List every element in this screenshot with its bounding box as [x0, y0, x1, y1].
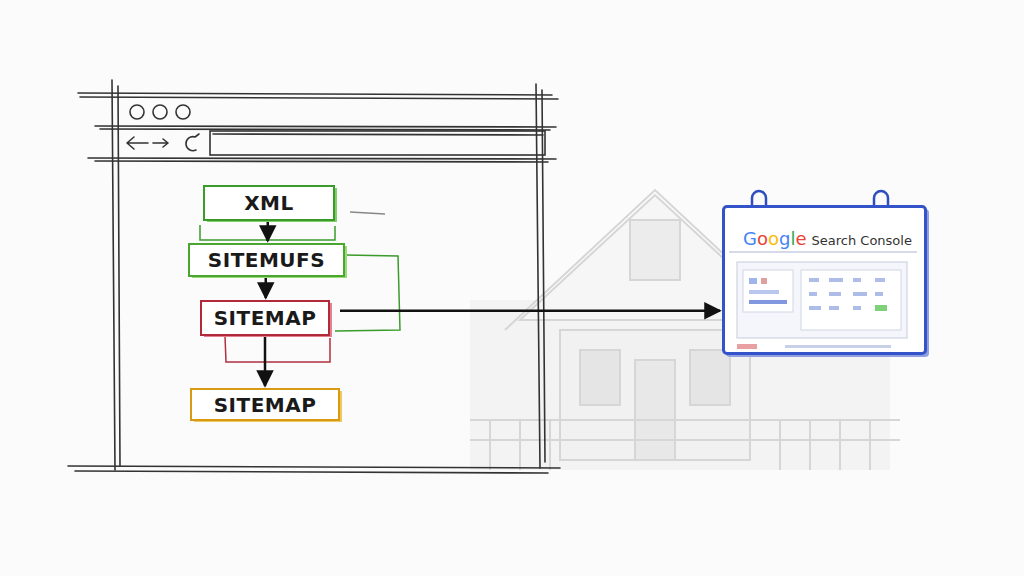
box-label: SITEMAP — [214, 393, 317, 417]
back-icon — [127, 137, 148, 149]
flow-arrow — [267, 222, 270, 241]
sitemap-box: SITEMAP — [190, 388, 340, 421]
flow-arrow — [264, 337, 267, 386]
refresh-icon — [186, 134, 199, 151]
brand-name: Google — [743, 228, 807, 249]
box-label: SITEMAP — [214, 306, 317, 330]
browser-window — [68, 80, 560, 473]
flow-arrow — [265, 278, 268, 298]
box-label: XML — [244, 191, 294, 215]
box-label: SITEMUFS — [208, 248, 325, 272]
sketch-brackets — [200, 212, 400, 362]
sitemap-box: SITEMUFS — [188, 243, 345, 277]
product-name: Search Console — [812, 233, 912, 248]
xml-box: XML — [203, 185, 335, 221]
search-console-board: Google Search Console — [722, 205, 927, 355]
forward-icon — [153, 139, 168, 147]
sitemap-box: SITEMAP — [200, 300, 330, 336]
flow-arrow — [340, 310, 720, 313]
board-title: Google Search Console — [743, 228, 912, 249]
